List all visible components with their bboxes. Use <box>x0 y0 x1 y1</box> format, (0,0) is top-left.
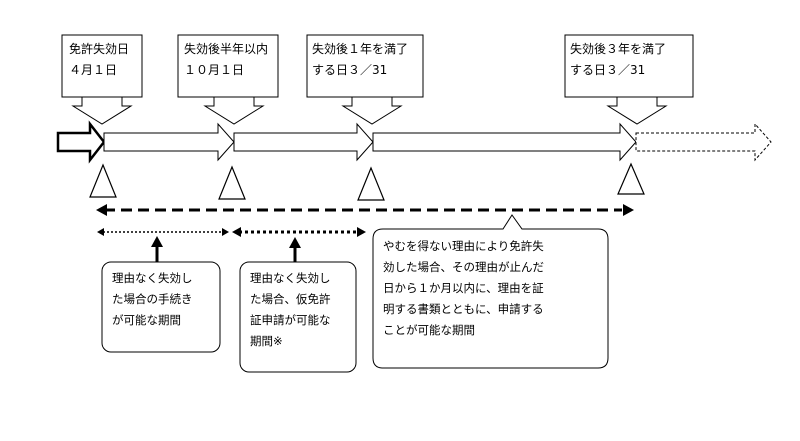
six-month-period-line <box>97 228 229 236</box>
callout-half-year-label: 失効後半年以内 １０月１日 <box>184 42 269 77</box>
callout-box-one-year <box>306 34 424 125</box>
timeline-arrow-segment-2 <box>233 122 374 162</box>
start-arrow <box>56 120 106 164</box>
pointer-arrow-note-2 <box>289 237 301 262</box>
milestone-triangle-4 <box>617 162 645 195</box>
timeline-arrow-segment-1 <box>103 122 235 162</box>
callout-box-three-year <box>564 34 694 125</box>
milestone-triangle-1 <box>89 163 117 198</box>
callout-expiry-date-label: 免許失効日 ４月１日 <box>69 42 130 77</box>
note-box-2 <box>239 261 357 373</box>
note-2-text: 理由なく失効し た場合、仮免許 証申請が可能な 期間※ <box>250 271 331 348</box>
timeline-arrow-segment-3 <box>372 122 637 162</box>
note-box-3-speech-bubble <box>372 214 609 369</box>
note-3-text: やむを得ない理由により免許失 効した場合、その理由が止んだ 日から１か月以内に、… <box>383 239 544 337</box>
callout-three-year-label: 失効後３年を満了 する日３／31 <box>570 42 667 77</box>
pointer-arrow-note-1 <box>151 236 163 262</box>
note-box-1 <box>101 261 221 353</box>
milestone-triangle-2 <box>218 165 246 200</box>
callout-box-half-year <box>177 34 279 125</box>
callout-box-expiry-date <box>61 34 143 125</box>
note-1-text: 理由なく失効し た場合の手続き が可能な期間 <box>112 271 193 327</box>
callout-one-year-label: 失効後１年を満了 する日３／31 <box>312 42 409 77</box>
milestone-triangle-3 <box>357 166 385 201</box>
three-year-period-line <box>96 204 634 216</box>
timeline-arrow-dashed-continuation <box>635 122 772 162</box>
half-to-one-year-period-line <box>232 227 366 237</box>
